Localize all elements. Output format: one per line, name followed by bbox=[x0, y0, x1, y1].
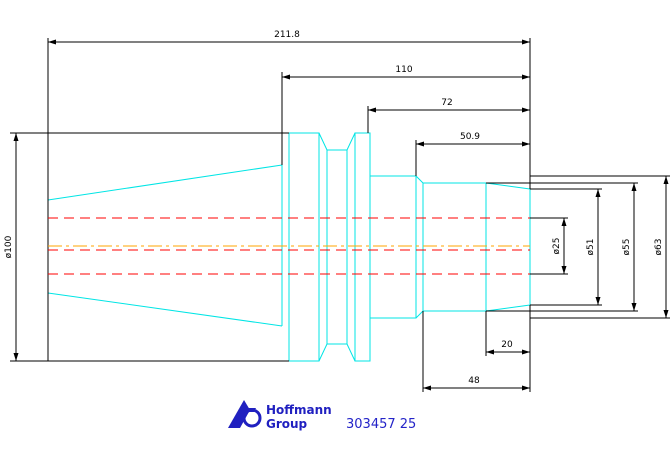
dim-bore-depth-48: 48 bbox=[468, 376, 480, 386]
hoffmann-group-logo: Hoffmann Group bbox=[228, 400, 332, 431]
left-body-outline bbox=[47, 132, 289, 362]
part-outline bbox=[47, 132, 531, 362]
dim-dia-51: ø51 bbox=[586, 239, 596, 256]
hidden-lines bbox=[48, 217, 530, 275]
dim-dia-25: ø25 bbox=[552, 238, 562, 255]
dim-dia-63: ø63 bbox=[654, 239, 664, 256]
dim-collar-to-end: 72 bbox=[441, 98, 452, 108]
dimension-lines bbox=[10, 38, 670, 392]
hoffmann-logo-icon bbox=[228, 400, 262, 428]
dim-dia-55: ø55 bbox=[622, 239, 632, 256]
logo-line-2: Group bbox=[266, 417, 308, 431]
dimension-arrows bbox=[13, 39, 669, 391]
dim-bore-depth-20: 20 bbox=[501, 340, 513, 350]
logo-line-1: Hoffmann bbox=[266, 403, 332, 417]
dim-dia-100: ø100 bbox=[4, 235, 14, 258]
part-number: 303457 25 bbox=[346, 417, 416, 432]
dim-shank-to-end: 50.9 bbox=[460, 132, 480, 142]
dim-overall-length: 211.8 bbox=[274, 30, 300, 40]
dim-flange-to-end: 110 bbox=[395, 65, 412, 75]
